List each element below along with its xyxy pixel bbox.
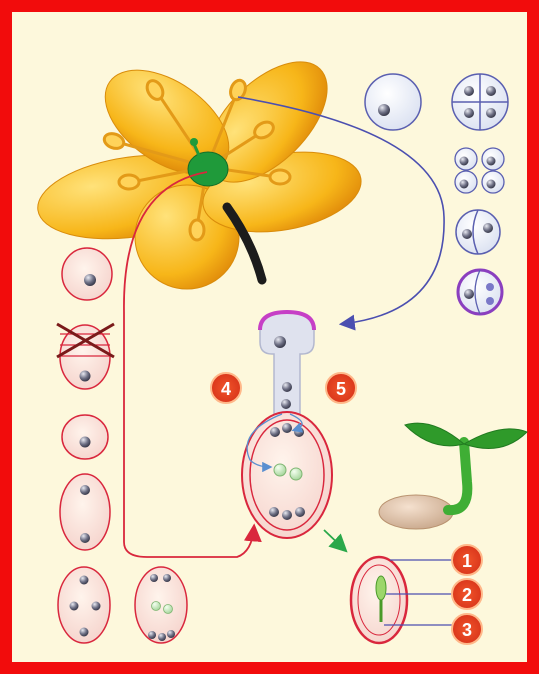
embryo-sac-development — [57, 248, 187, 643]
microspores — [455, 148, 504, 193]
badge-2: 2 — [452, 579, 482, 609]
badge-3: 3 — [452, 614, 482, 644]
badge-label: 1 — [462, 551, 472, 571]
germinating-seedling — [379, 423, 527, 529]
stigma — [190, 138, 198, 146]
plant-reproduction-diagram: 4 5 1 2 3 — [12, 12, 539, 686]
pistil — [188, 152, 228, 186]
seed-cross-section — [351, 557, 455, 643]
nucleus — [378, 104, 390, 116]
mature-embryo-sac — [135, 567, 187, 643]
fertilization — [242, 312, 332, 538]
seedling-stem — [448, 442, 467, 510]
seed-formation-arrow — [324, 530, 345, 550]
microspore-mother-cell — [365, 74, 421, 130]
badge-1: 1 — [452, 545, 482, 575]
badge-label: 4 — [221, 379, 231, 399]
badge-label: 3 — [462, 620, 472, 640]
badge-label: 5 — [336, 379, 346, 399]
badge-5: 5 — [326, 373, 356, 403]
badge-4: 4 — [211, 373, 241, 403]
seedling-leaf — [405, 423, 464, 446]
megaspore-mother-cell — [62, 248, 112, 300]
seedling-leaf — [464, 429, 527, 449]
pollen-development — [365, 74, 508, 314]
embryo — [376, 576, 386, 600]
badge-label: 2 — [462, 585, 472, 605]
seed-coat — [351, 557, 407, 643]
seed — [379, 495, 453, 529]
